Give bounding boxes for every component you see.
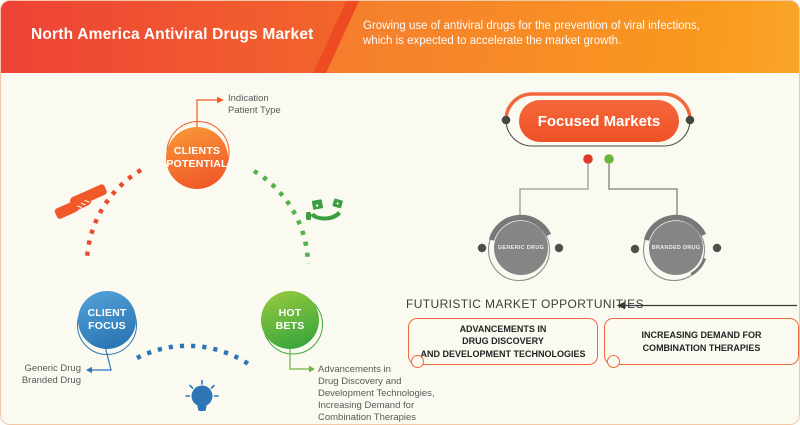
arc-generic-node: [488, 214, 552, 241]
pill-outline-bottom: [505, 119, 691, 147]
arrow-generic-branded: [86, 366, 92, 374]
header-banner: North America Antiviral Drugs Market Gro…: [1, 1, 799, 73]
arc-branded-node: [643, 214, 707, 241]
connector-indication: [196, 99, 218, 127]
pill-outline-top: [504, 92, 692, 121]
branch-dot-red: [583, 154, 593, 164]
side-dot: [630, 244, 640, 254]
box-corner-dot: [607, 355, 620, 368]
annotation-generic-branded: Generic Drug Branded Drug: [21, 363, 81, 386]
side-dot: [554, 243, 564, 253]
cycle-node-clients-potential: CLIENTS POTENTIAL: [166, 127, 228, 189]
arc-branded-node-bottom: [690, 257, 707, 276]
connector-generic-branded: [91, 345, 112, 371]
dotted-arc-blue: [135, 343, 252, 367]
side-dot: [712, 243, 722, 253]
opportunities-heading: FUTURISTIC MARKET OPPORTUNITIES: [406, 297, 644, 311]
node-branded-drug: BRANDED DRUG: [649, 221, 703, 275]
side-dot: [477, 243, 487, 253]
node-generic-drug: GENERIC DRUG: [494, 221, 548, 275]
annotation-advancements: Advancements in Drug Discovery and Devel…: [318, 364, 435, 423]
header-left-panel: [1, 1, 346, 73]
pill-end-dot-left: [501, 115, 511, 125]
dotted-arc-green: [252, 169, 311, 265]
cycle-node-client-focus: CLIENT FOCUS: [78, 291, 136, 349]
arrow-indication: [217, 96, 224, 104]
header-subtitle: Growing use of antiviral drugs for the p…: [363, 20, 700, 48]
cycle-node-hot-bets: HOT BETS: [261, 291, 319, 349]
connector-branded-node: [608, 164, 678, 218]
opportunity-box-demand: INCREASING DEMAND FOR COMBINATION THERAP…: [604, 318, 799, 365]
dotted-arc-orange: [84, 168, 143, 260]
handshake-icon: [54, 184, 107, 219]
box-corner-dot: [411, 355, 424, 368]
connector-generic-node: [519, 164, 589, 218]
connector-advancements: [289, 349, 310, 370]
branch-dot-green: [604, 154, 614, 164]
annotation-indication: Indication Patient Type: [228, 93, 281, 116]
focused-markets-pill: Focused Markets: [519, 100, 679, 142]
pill-end-dot-right: [685, 115, 695, 125]
page-title: North America Antiviral Drugs Market: [31, 26, 314, 43]
opportunity-box-advancements: ADVANCEMENTS IN DRUG DISCOVERY AND DEVEL…: [408, 318, 598, 365]
lightbulb-icon: [185, 379, 219, 411]
heading-arrow-head: [616, 301, 625, 310]
money-hand-icon: [306, 198, 343, 221]
arrow-advancements: [309, 365, 315, 373]
